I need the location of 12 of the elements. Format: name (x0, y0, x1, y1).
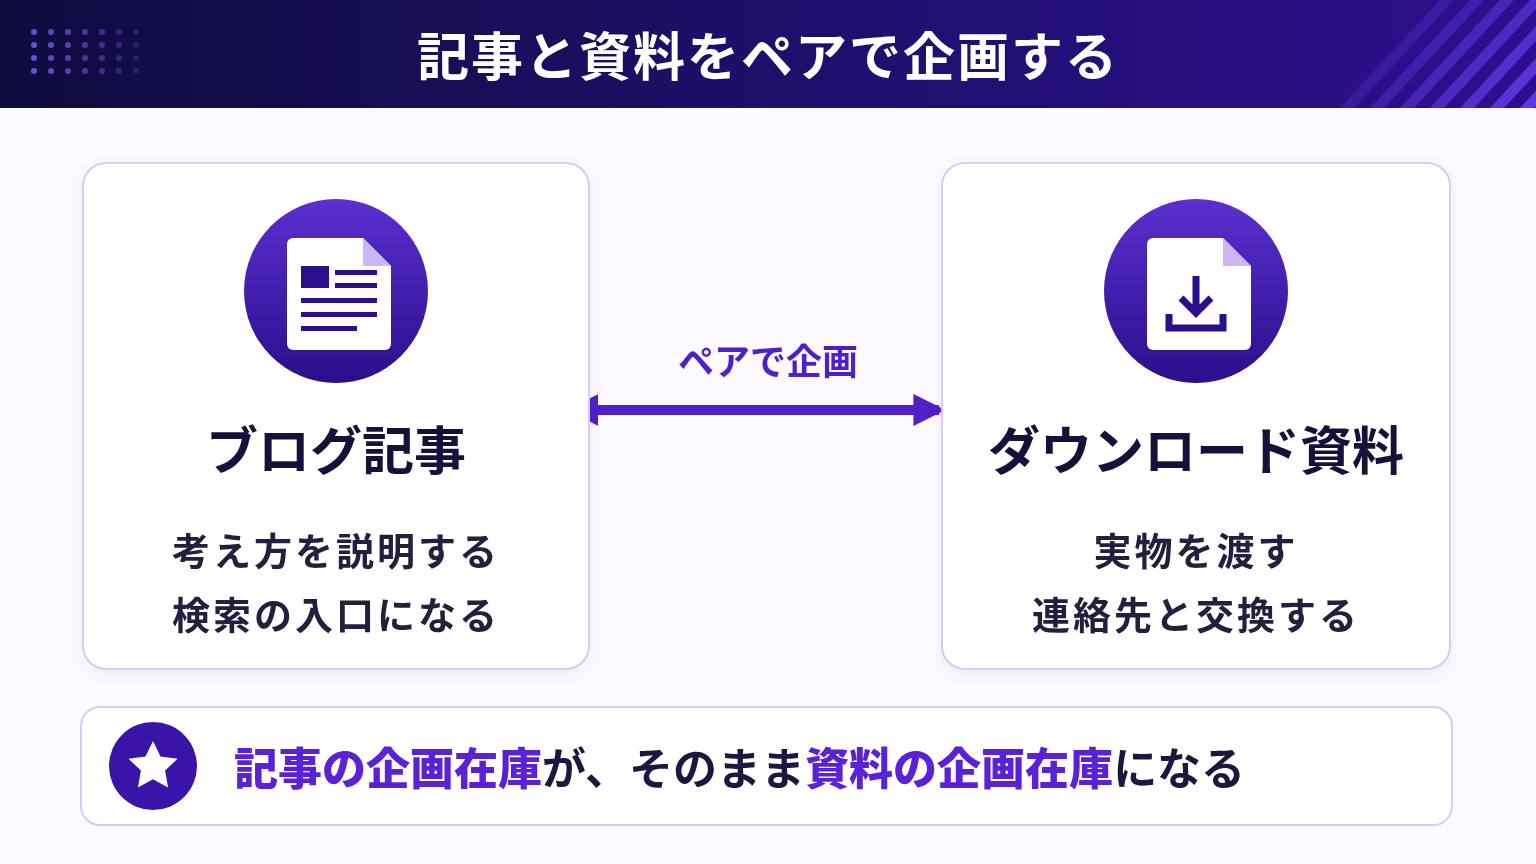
card-heading: ダウンロード資料 (988, 409, 1404, 487)
card-description: 連絡先と交換する (1032, 584, 1360, 642)
card-description: 考え方を説明する (172, 520, 500, 578)
info-card (82, 162, 590, 670)
card-description: 検索の入口になる (172, 584, 500, 642)
card-heading: ブログ記事 (206, 409, 466, 487)
summary-banner (80, 706, 1453, 826)
edge-label: ペアで企画 (677, 332, 859, 386)
info-card (941, 162, 1451, 670)
card-description: 実物を渡す (1093, 520, 1299, 578)
title: 記事と資料をペアで企画する (417, 15, 1119, 93)
summary-text: 記事の企画在庫が、そのまま資料の企画在庫になる (234, 733, 1246, 799)
